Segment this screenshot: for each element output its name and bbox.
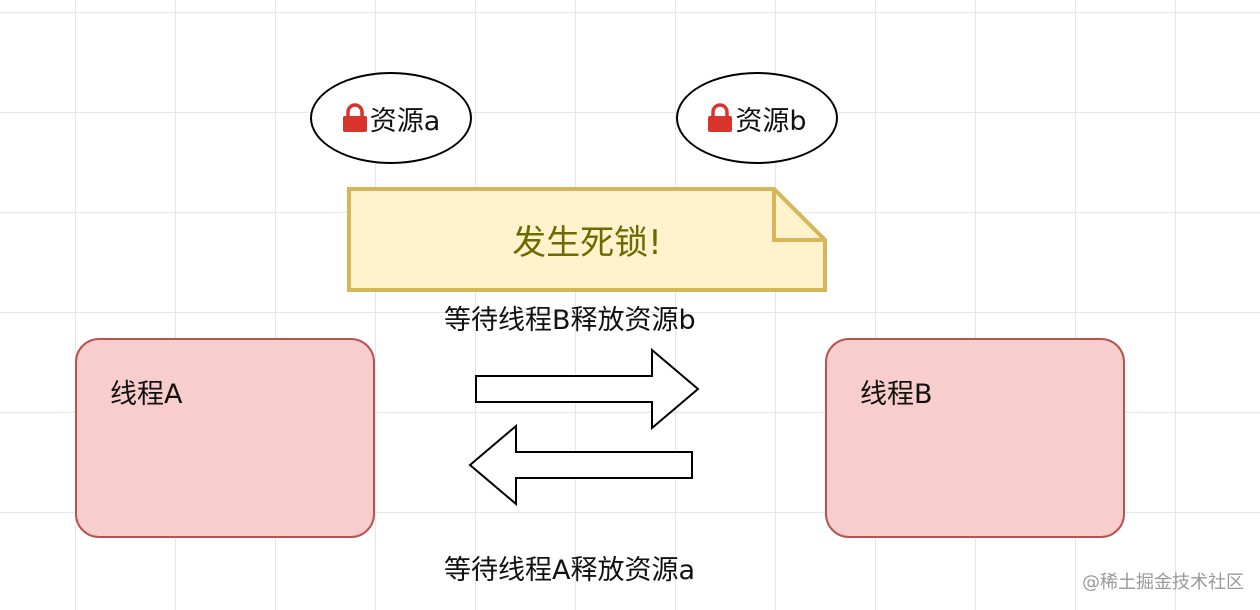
arrow-right [475,347,700,431]
wait-b-label: 等待线程B释放资源b [444,305,696,336]
thread-a: 线程A [75,338,375,538]
arrow-left [468,423,693,507]
resource-b-label: 资源b [735,105,807,137]
resource-b: 资源b [676,72,838,164]
deadlock-note-text: 发生死锁! [512,222,662,263]
thread-b-label: 线程B [860,379,933,410]
lock-icon [708,103,733,132]
resource-a-label: 资源a [369,105,441,137]
watermark: @稀土掘金技术社区 [1082,572,1244,593]
deadlock-note [347,187,827,292]
thread-a-label: 线程A [110,379,183,410]
lock-icon [342,103,367,132]
thread-b: 线程B [825,338,1125,538]
resource-a: 资源a [310,72,472,164]
wait-a-label: 等待线程A释放资源a [444,555,696,586]
